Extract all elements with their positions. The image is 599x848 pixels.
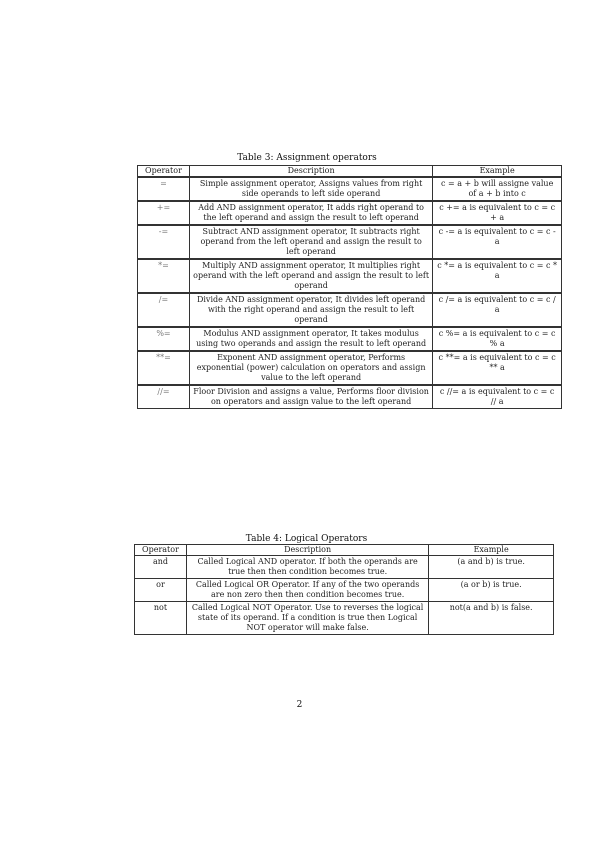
table-row: =Simple assignment operator, Assigns val… [137, 176, 562, 202]
example-cell: c //= a is equivalent to c = c // a [432, 384, 562, 409]
example-cell: c **= a is equivalent to c = c ** a [432, 350, 562, 386]
description-cell: Add AND assignment operator, It adds rig… [188, 200, 434, 226]
table-row: -=Subtract AND assignment operator, It s… [137, 224, 562, 260]
description-cell: Called Logical AND operator. If both the… [185, 555, 430, 579]
header-operator: Operator [137, 165, 190, 178]
table-header-row: Operator Description Example [137, 165, 562, 178]
table-row: %=Modulus AND assignment operator, It ta… [137, 326, 562, 352]
table-row: *=Multiply AND assignment operator, It m… [137, 258, 562, 294]
example-cell: not(a and b) is false. [428, 601, 554, 635]
description-cell: Exponent AND assignment operator, Perfor… [188, 350, 434, 386]
example-cell: c += a is equivalent to c = c + a [432, 200, 562, 226]
header-description: Description [185, 544, 430, 556]
page-number: 2 [296, 700, 303, 710]
operator-cell: **= [137, 350, 190, 386]
table-row: +=Add AND assignment operator, It adds r… [137, 200, 562, 226]
table-row: /=Divide AND assignment operator, It div… [137, 292, 562, 328]
header-operator: Operator [134, 544, 187, 556]
header-example: Example [428, 544, 554, 556]
operator-cell: or [134, 578, 187, 602]
example-cell: (a and b) is true. [428, 555, 554, 579]
example-cell: c /= a is equivalent to c = c / a [432, 292, 562, 328]
header-description: Description [188, 165, 434, 178]
example-cell: c *= a is equivalent to c = c * a [432, 258, 562, 294]
table3-caption: Table 3: Assignment operators [237, 153, 377, 163]
description-cell: Called Logical NOT Operator. Use to reve… [185, 601, 430, 635]
header-example: Example [432, 165, 562, 178]
operator-cell: -= [137, 224, 190, 260]
description-cell: Multiply AND assignment operator, It mul… [188, 258, 434, 294]
table-row: **=Exponent AND assignment operator, Per… [137, 350, 562, 386]
example-cell: c %= a is equivalent to c = c % a [432, 326, 562, 352]
description-cell: Simple assignment operator, Assigns valu… [188, 176, 434, 202]
operator-cell: += [137, 200, 190, 226]
operator-cell: //= [137, 384, 190, 409]
description-cell: Divide AND assignment operator, It divid… [188, 292, 434, 328]
example-cell: c -= a is equivalent to c = c - a [432, 224, 562, 260]
operator-cell: not [134, 601, 187, 635]
assignment-operators-table: Operator Description Example =Simple ass… [137, 165, 562, 409]
description-cell: Subtract AND assignment operator, It sub… [188, 224, 434, 260]
table-header-row: Operator Description Example [134, 544, 554, 556]
operator-cell: and [134, 555, 187, 579]
description-cell: Modulus AND assignment operator, It take… [188, 326, 434, 352]
operator-cell: = [137, 176, 190, 202]
operator-cell: *= [137, 258, 190, 294]
example-cell: (a or b) is true. [428, 578, 554, 602]
description-cell: Floor Division and assigns a value, Perf… [188, 384, 434, 409]
table-row: //=Floor Division and assigns a value, P… [137, 384, 562, 409]
description-cell: Called Logical OR Operator. If any of th… [185, 578, 430, 602]
operator-cell: %= [137, 326, 190, 352]
operator-cell: /= [137, 292, 190, 328]
example-cell: c = a + b will assigne value of a + b in… [432, 176, 562, 202]
table4-caption: Table 4: Logical Operators [245, 534, 368, 544]
